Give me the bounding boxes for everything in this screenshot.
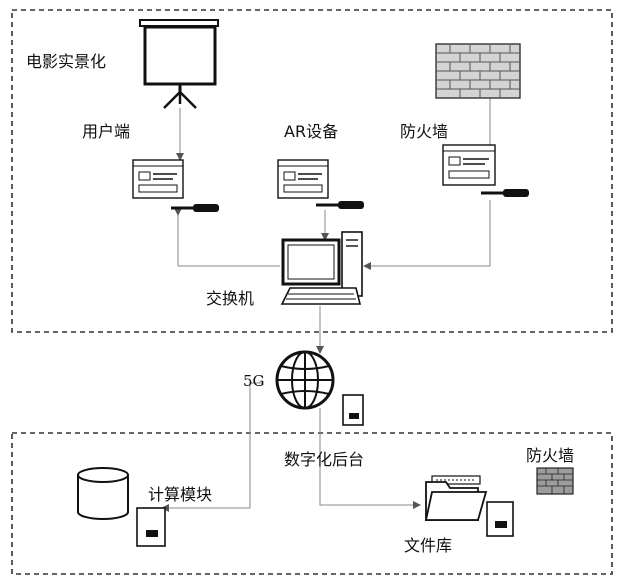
connector-lines xyxy=(161,98,491,512)
workstation-icon xyxy=(277,159,364,209)
label-movie: 电影实景化 xyxy=(26,52,106,71)
label-5g: 5G xyxy=(243,372,265,390)
label-user: 用户端 xyxy=(82,122,130,141)
label-firewall-top: 防火墙 xyxy=(400,122,448,141)
workstation-icon xyxy=(132,159,219,212)
brick-wall-icon xyxy=(435,43,521,99)
label-compute: 计算模块 xyxy=(148,485,212,504)
folder-icon xyxy=(424,475,488,521)
label-switch: 交换机 xyxy=(206,289,254,308)
label-firewall-bottom: 防火墙 xyxy=(526,446,574,465)
label-filelib: 文件库 xyxy=(404,536,452,555)
brick-wall-icon xyxy=(536,467,574,495)
globe-icon xyxy=(275,350,335,410)
database-cylinder-icon xyxy=(77,467,129,520)
label-ar: AR设备 xyxy=(284,122,338,141)
server-icon xyxy=(486,501,514,537)
server-icon xyxy=(136,507,166,547)
workstation-icon xyxy=(442,144,529,197)
lower-group-box xyxy=(11,432,613,575)
desktop-computer-icon xyxy=(280,231,363,305)
server-icon xyxy=(342,394,364,426)
upper-group-box xyxy=(11,9,613,333)
projector-screen-icon xyxy=(139,19,219,109)
label-backend: 数字化后台 xyxy=(284,450,364,469)
